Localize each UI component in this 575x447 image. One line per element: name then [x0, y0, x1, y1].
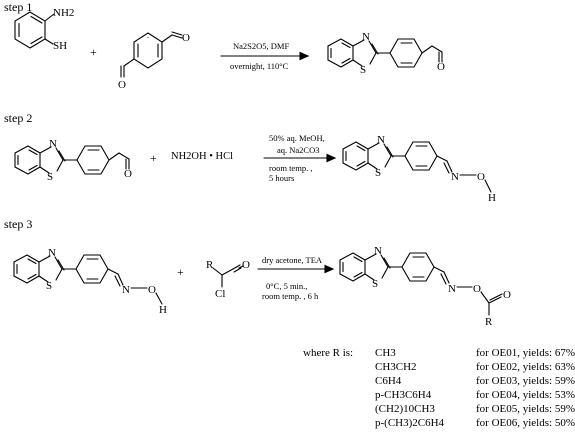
atom-label-o: O	[477, 171, 485, 183]
condition-line: aq. Na2CO3	[277, 145, 320, 155]
atom-label-o: O	[124, 168, 132, 180]
condition-line: room temp. ,	[269, 163, 313, 173]
substituent-yield: for OE02, yields: 63%	[476, 361, 575, 373]
benzothiazole-aldehyde-product-1	[327, 38, 443, 68]
atom-label-n: N	[48, 247, 56, 259]
atom-label-n: N	[448, 283, 456, 295]
atom-label-s: S	[375, 167, 381, 179]
condition-line: room temp. , 6 h	[262, 291, 319, 301]
step1-conditions-bottom: overnight, 110°C	[230, 61, 289, 71]
atom-label-n: N	[374, 245, 382, 257]
reaction-scheme: NH2 SH O O N S O N S O N S N O H N S N O…	[13, 7, 511, 328]
atom-label-o: O	[242, 259, 250, 271]
step-3-label: step 3	[4, 217, 33, 231]
substituent-yield: for OE03, yields: 59%	[476, 375, 575, 387]
plus-sign: +	[177, 265, 184, 279]
atom-label-o: O	[118, 79, 126, 91]
substituent-r: CH3CH2	[375, 361, 417, 373]
plus-sign: +	[150, 151, 157, 165]
atom-label-n: N	[362, 31, 370, 43]
oxime-product	[342, 141, 492, 193]
atom-label-n: N	[451, 171, 459, 183]
substituent-yield: for OE06, yields: 50%	[476, 417, 575, 429]
atom-label-cl: Cl	[215, 288, 225, 300]
atom-label-s: S	[360, 64, 366, 76]
step-2-label: step 2	[4, 111, 33, 125]
substituent-r: p-CH3C6H4	[375, 389, 432, 401]
terephthalaldehyde-structure	[120, 31, 183, 78]
atom-label-o: O	[182, 32, 190, 44]
atom-label-sh: SH	[53, 40, 67, 52]
condition-line: 5 hours	[269, 173, 295, 183]
atom-label-n: N	[49, 138, 57, 150]
step3-arrow	[257, 264, 335, 274]
atom-label-r: R	[485, 316, 493, 328]
condition-line: 50% aq. MeOH,	[269, 133, 325, 143]
substituent-r: (CH2)10CH3	[375, 403, 435, 415]
acyl-chloride-structure	[212, 264, 244, 288]
atom-label-o: O	[473, 283, 481, 295]
substituent-r: CH3	[375, 347, 396, 359]
step1-arrow	[220, 51, 310, 61]
atom-label-h: H	[159, 304, 167, 316]
step3-conditions-top: dry acetone, TEA	[262, 255, 323, 265]
substituent-yield: for OE04, yields: 53%	[476, 389, 575, 401]
atom-label-n: N	[377, 134, 385, 146]
aminothiophenol-structure	[14, 11, 55, 49]
substituent-yield: for OE01, yields: 67%	[476, 347, 575, 359]
hydroxylamine-reagent: NH2OH • HCl	[171, 151, 234, 162]
atom-label-n: N	[122, 284, 130, 296]
step-1-label: step 1	[4, 0, 33, 14]
atom-label-o: O	[437, 61, 445, 73]
substituent-yield: for OE05, yields: 59%	[476, 403, 575, 415]
plus-sign: +	[90, 45, 97, 59]
atom-label-s: S	[47, 171, 53, 183]
step1-conditions-top: Na2S2O5, DMF	[233, 41, 290, 51]
atom-label-s: S	[372, 278, 378, 290]
atom-label-o: O	[503, 289, 511, 301]
atom-label-s: S	[46, 280, 52, 292]
atom-label-o: O	[148, 284, 156, 296]
step2-arrow	[263, 153, 337, 163]
benzothiazole-aldehyde-reactant	[14, 145, 130, 175]
atom-label-r: R	[206, 259, 214, 271]
oxime-ester-product	[339, 252, 503, 316]
atom-label-nh2: NH2	[53, 7, 74, 19]
substituent-r: p-(CH3)2C6H4	[375, 417, 445, 429]
condition-line: 0°C, 5 min.,	[266, 281, 308, 291]
where-r-is-label: where R is:	[303, 347, 354, 359]
substituent-r: C6H4	[375, 375, 402, 387]
atom-label-h: H	[488, 192, 496, 204]
oxime-reactant	[13, 254, 163, 305]
